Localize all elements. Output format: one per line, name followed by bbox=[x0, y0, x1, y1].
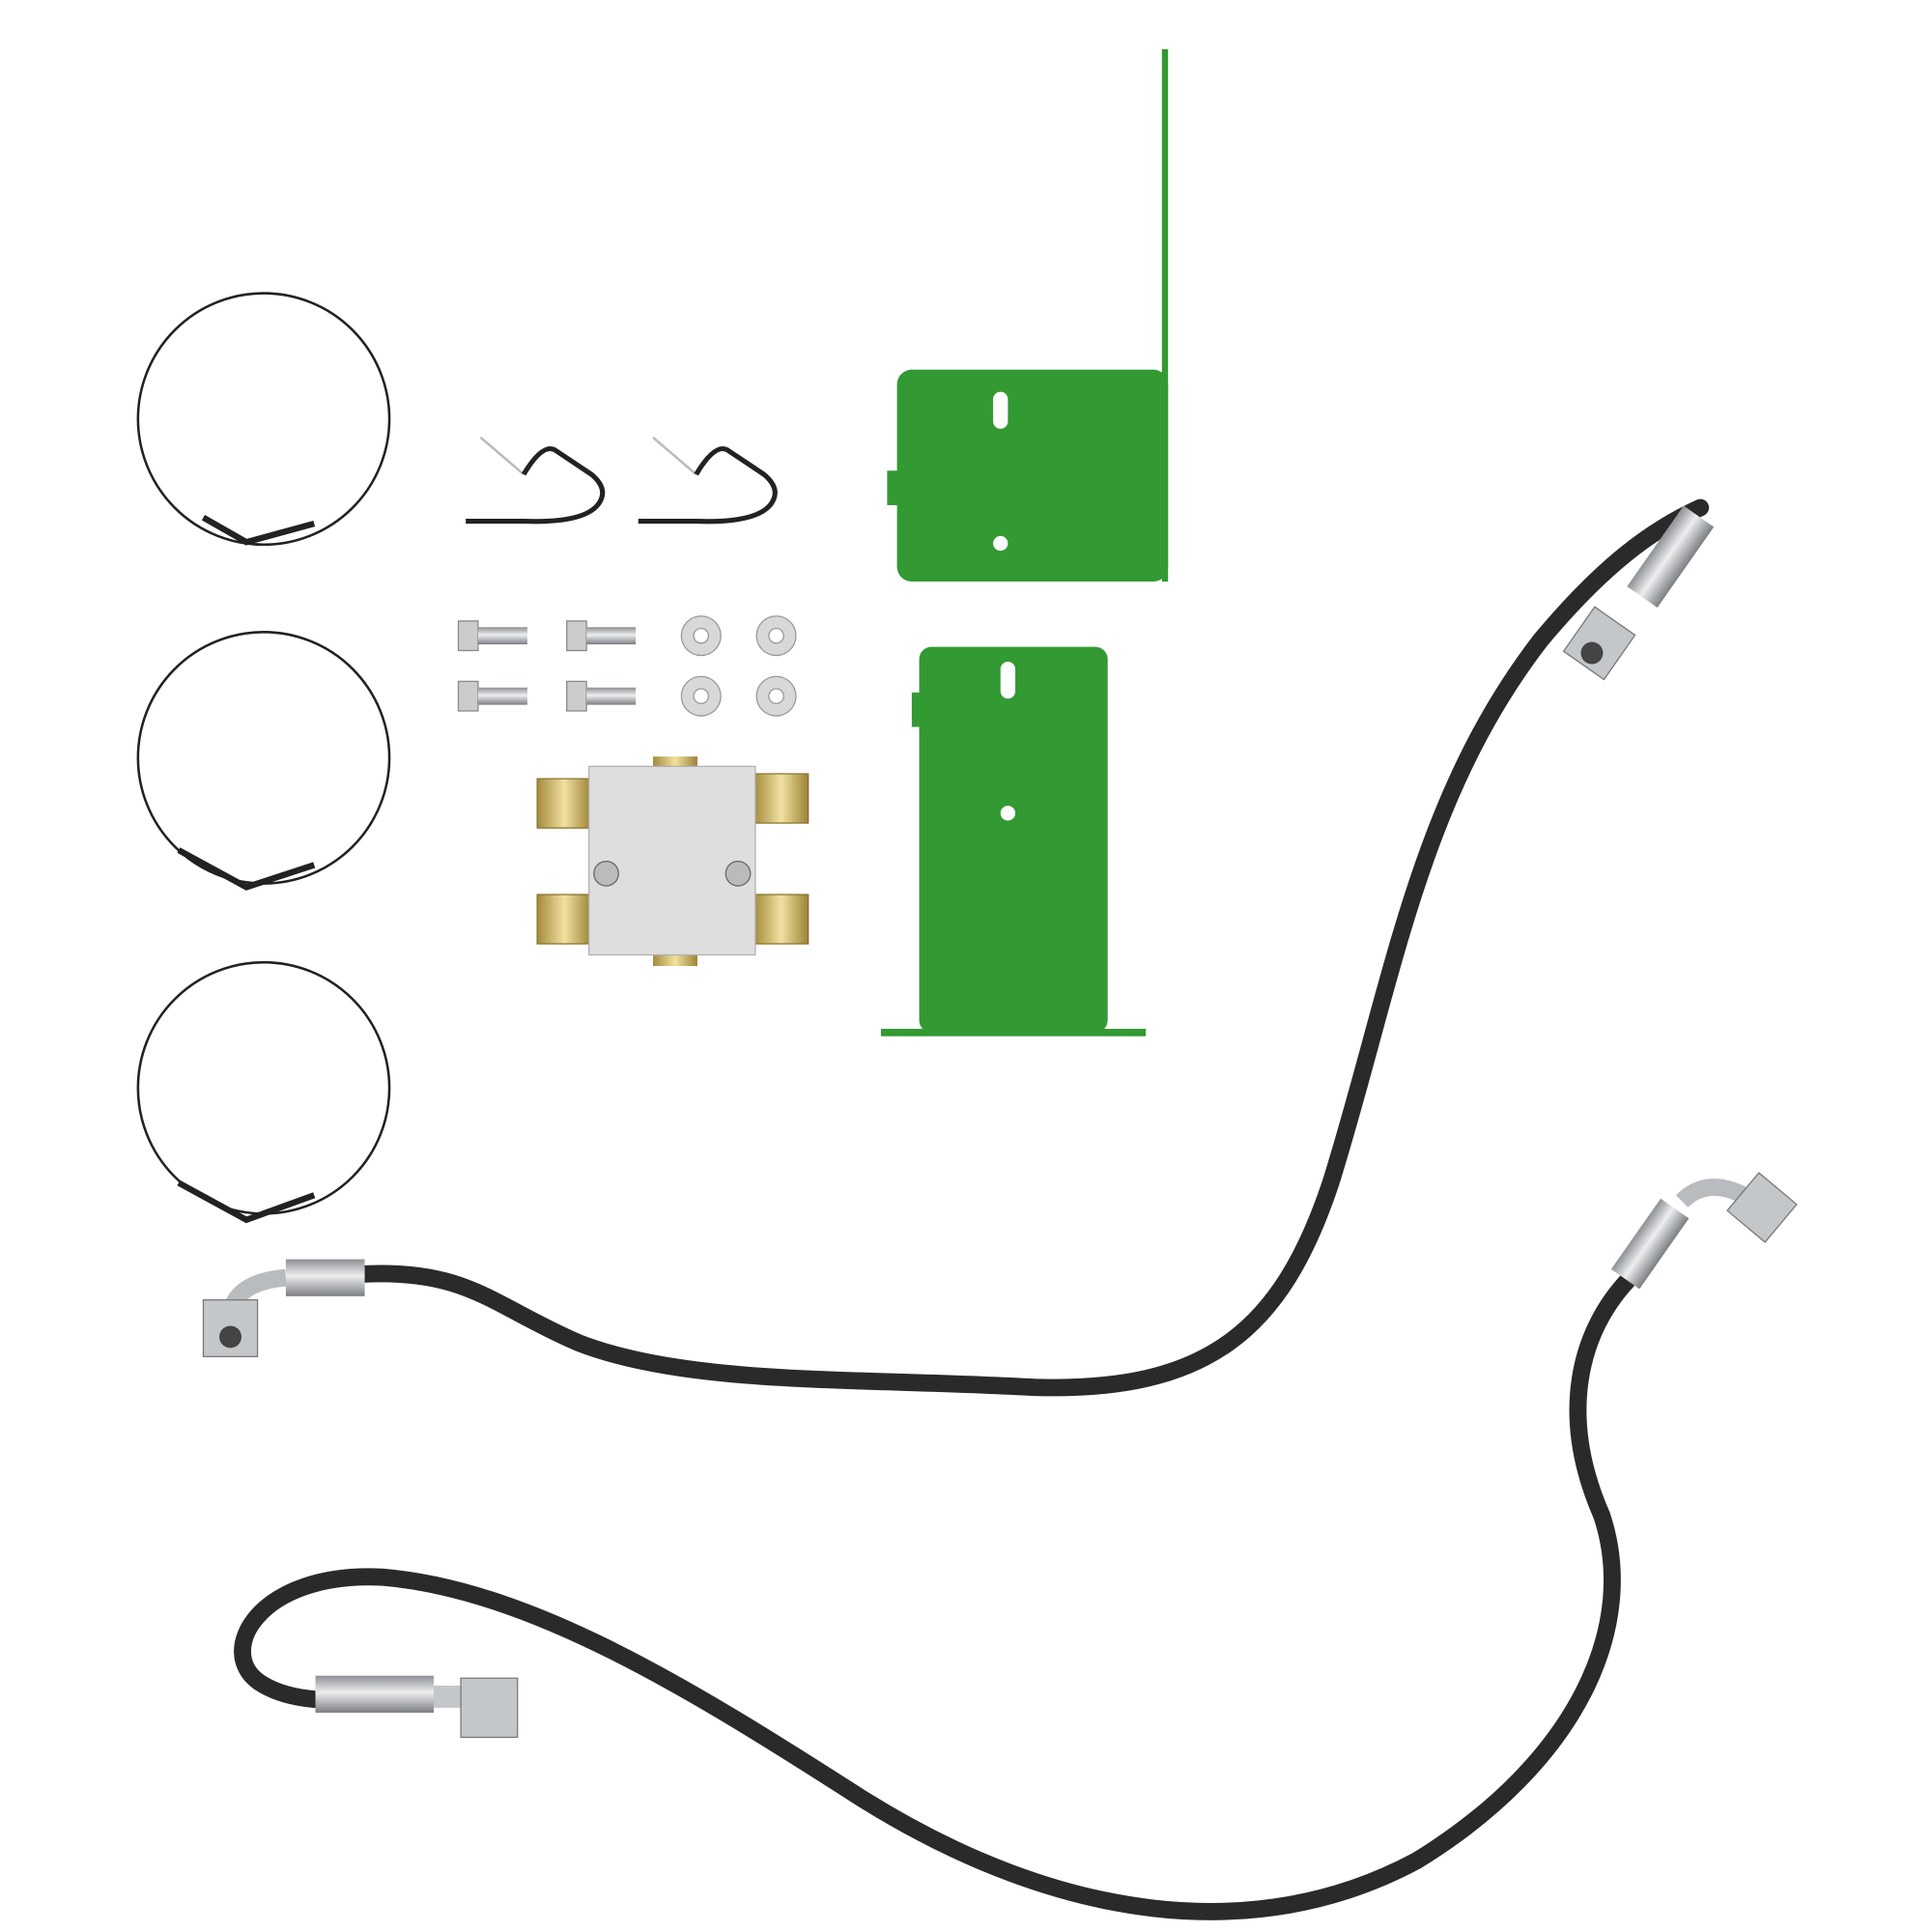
retaining-pin bbox=[638, 436, 778, 525]
washer bbox=[755, 615, 797, 657]
upper-bracket bbox=[887, 49, 1169, 582]
lower-bracket bbox=[880, 646, 1147, 1037]
washer bbox=[680, 615, 722, 657]
hose-clamp bbox=[136, 960, 391, 1224]
bolt bbox=[566, 680, 637, 712]
hydraulic-hose bbox=[202, 498, 1715, 1397]
washer bbox=[755, 675, 797, 717]
hose-clamp bbox=[136, 631, 391, 891]
bolt bbox=[457, 680, 527, 712]
hydraulic-hose bbox=[234, 1172, 1798, 1920]
bolt bbox=[457, 620, 527, 652]
retaining-pin bbox=[466, 436, 606, 525]
washer bbox=[680, 675, 722, 717]
hose-clamp bbox=[136, 292, 391, 547]
bolt bbox=[566, 620, 637, 652]
valve-block bbox=[536, 756, 810, 966]
